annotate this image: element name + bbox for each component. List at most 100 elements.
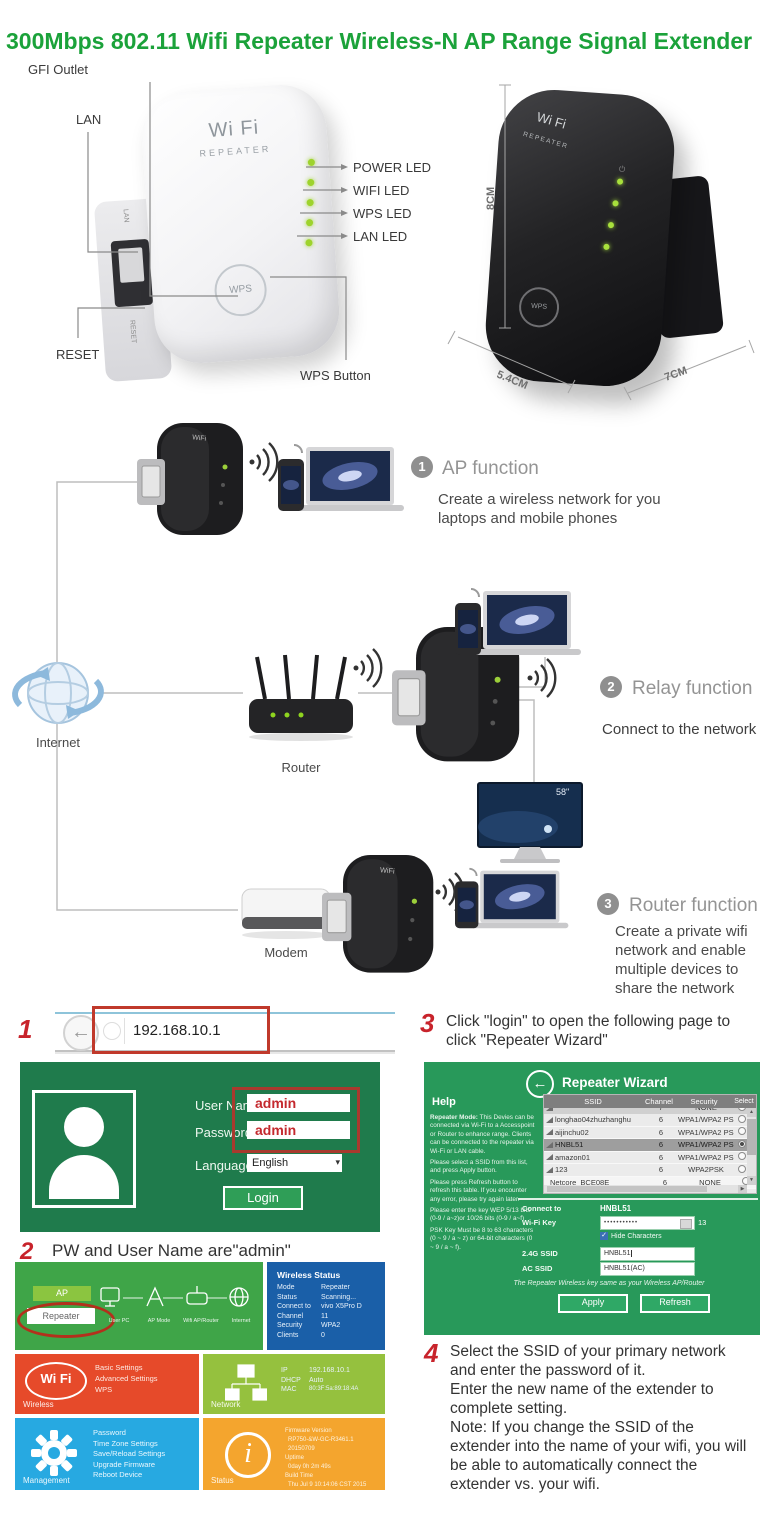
callout-wps-led: WPS LED — [353, 206, 412, 221]
password-label: Password — [195, 1125, 253, 1140]
step-4-p2: Enter the new name of the extender to co… — [450, 1381, 714, 1417]
ssid-row[interactable]: 123 6 WPA2PSK — [544, 1164, 756, 1177]
apply-button[interactable]: Apply — [558, 1294, 628, 1313]
status-tile[interactable]: i Firmware Version RP750-&W-GC-R3461.1 2… — [203, 1418, 385, 1490]
hide-characters-row[interactable]: ✓ Hide Characters — [600, 1232, 662, 1240]
function-2-desc: Connect to the network — [602, 721, 757, 738]
credentials-highlight-box — [232, 1087, 360, 1153]
scrollbar-thumb[interactable] — [747, 1119, 756, 1155]
horizontal-scrollbar[interactable]: ▶ — [544, 1185, 747, 1193]
step-4-p3: Note: If you change the SSID of the exte… — [450, 1419, 747, 1493]
internet-label: Internet — [35, 735, 81, 750]
network-icon — [225, 1364, 267, 1401]
signal-icon — [546, 1166, 553, 1173]
wireless-tile-label: Wireless — [23, 1400, 54, 1409]
repeater-illustration — [321, 854, 434, 974]
ssid-24g-field[interactable]: HNBL51 — [600, 1247, 695, 1261]
ssid-row[interactable]: amazon01 6 WPA1/WPA2 PSK — [544, 1151, 756, 1164]
step-3-number: 3 — [420, 1008, 435, 1038]
scroll-down-icon[interactable]: ▼ — [747, 1176, 756, 1185]
ssid-row[interactable]: aijinchu02 6 WPA1/WPA2 PSK — [544, 1126, 756, 1139]
key-reveal-icon[interactable] — [680, 1219, 692, 1229]
ssid-table-header: SSID Channel Security Select — [544, 1095, 756, 1108]
mode-diagram-icons — [100, 1286, 249, 1307]
status-tile-label: Status — [211, 1476, 234, 1485]
key-length-count: 13 — [698, 1218, 707, 1227]
language-label: Language — [195, 1158, 253, 1173]
connect-to-value: HNBL51 — [600, 1204, 632, 1213]
laptop-phone-illustration — [454, 867, 570, 930]
wizard-title: Repeater Wizard — [562, 1075, 668, 1090]
step-2-number: 2 — [20, 1238, 34, 1265]
wireless-tile[interactable]: Wi Fi Basic Settings Advanced Settings W… — [15, 1354, 199, 1414]
ssid-row-selected[interactable]: HNBL51 6 WPA1/WPA2 PSK — [544, 1139, 756, 1152]
scroll-right-icon[interactable]: ▶ — [738, 1185, 747, 1193]
back-arrow-icon[interactable]: ← — [526, 1070, 554, 1098]
internet-globe-icon — [15, 663, 101, 723]
ssid-radio[interactable] — [737, 1108, 746, 1111]
management-tile[interactable]: Password Time Zone Settings Save/Reload … — [15, 1418, 199, 1490]
modem-illustration — [241, 888, 331, 940]
laptop-phone-illustration — [454, 588, 582, 656]
function-3-desc: Create a private wifi network and enable… — [615, 923, 748, 997]
username-field[interactable]: admin — [247, 1094, 350, 1112]
login-screenshot: User Name admin Password admin Language … — [20, 1062, 380, 1232]
wifi-logo-icon: Wi Fi — [25, 1362, 87, 1400]
callout-wps-button: WPS Button — [300, 368, 371, 383]
tv-size-badge: 58" — [556, 787, 570, 797]
mode-diagram-labels: User PC AP Mode Wifi AP/Router Internet — [108, 1318, 251, 1324]
ssid-radio[interactable] — [737, 1114, 746, 1123]
ssid-radio[interactable] — [737, 1152, 746, 1161]
chevron-down-icon: ▾ — [335, 1157, 340, 1167]
checkbox-checked-icon[interactable]: ✓ — [600, 1232, 608, 1240]
connect-to-label: Connect to — [522, 1204, 562, 1213]
help-title: Help — [432, 1096, 456, 1108]
function-1-desc: Create a wireless network for you laptop… — [438, 491, 661, 527]
callout-power-led: POWER LED — [353, 160, 432, 175]
repeater-wizard-screenshot: ← Repeater Wizard Help Repeater Mode: Th… — [424, 1062, 760, 1335]
wifi-waves-icon — [248, 441, 279, 483]
dim-width-label: 7CM — [663, 365, 689, 384]
text-cursor — [631, 1250, 633, 1257]
wifi-key-field[interactable]: ••••••••••• — [600, 1216, 695, 1230]
password-field[interactable]: admin — [247, 1121, 350, 1139]
gear-icon — [31, 1430, 77, 1476]
signal-icon — [546, 1154, 553, 1161]
dim-depth-label: 5.4CM — [495, 369, 530, 392]
address-url[interactable]: 192.168.10.1 — [133, 1022, 221, 1039]
status-tile-rows: Firmware Version RP750-&W-GC-R3461.1 201… — [285, 1428, 367, 1488]
ssid-row-partial[interactable]: 7 NONE — [544, 1108, 756, 1114]
wifi-key-label: Wi-Fi Key — [522, 1218, 557, 1227]
vertical-scrollbar[interactable]: ▲ ▼ — [747, 1108, 756, 1185]
scrollbar-thumb[interactable] — [547, 1186, 707, 1192]
function-2-title: Relay function — [632, 678, 753, 699]
login-button[interactable]: Login — [223, 1186, 303, 1210]
ac-ssid-field[interactable]: HNBL51(AC) — [600, 1262, 695, 1276]
scroll-up-icon[interactable]: ▲ — [747, 1108, 756, 1117]
ssid-24g-label: 2.4G SSID — [522, 1249, 558, 1258]
dim-height-label: 8CM — [485, 187, 497, 210]
ap-tab[interactable]: AP — [33, 1286, 91, 1301]
avatar — [32, 1090, 136, 1208]
function-1-title: AP function — [442, 458, 539, 479]
ssid-row[interactable]: longhao04zhuzhanghu 6 WPA1/WPA2 PSK — [544, 1114, 756, 1127]
dashboard-mode-tile[interactable]: AP Repeater User PC AP Mode Wifi AP/Rout… — [15, 1262, 263, 1350]
browser-address-bar[interactable]: ← 192.168.10.1 — [55, 1012, 395, 1052]
wifi-waves-icon — [352, 647, 383, 689]
language-select[interactable]: English ▾ — [247, 1154, 342, 1172]
username-label: User Name — [195, 1098, 261, 1113]
ssid-radio[interactable] — [737, 1127, 746, 1136]
ssid-radio[interactable] — [737, 1164, 746, 1173]
ssid-radio[interactable] — [737, 1139, 746, 1148]
refresh-icon[interactable] — [103, 1022, 121, 1040]
wizard-note: The Repeater Wireless key same as your W… — [513, 1280, 705, 1287]
wireless-status-title: Wireless Status — [277, 1270, 341, 1280]
refresh-button[interactable]: Refresh — [640, 1294, 710, 1313]
wireless-tile-items: Basic Settings Advanced Settings WPS — [95, 1363, 158, 1394]
network-tile-label: Network — [211, 1400, 241, 1409]
callout-reset: RESET — [56, 347, 100, 362]
